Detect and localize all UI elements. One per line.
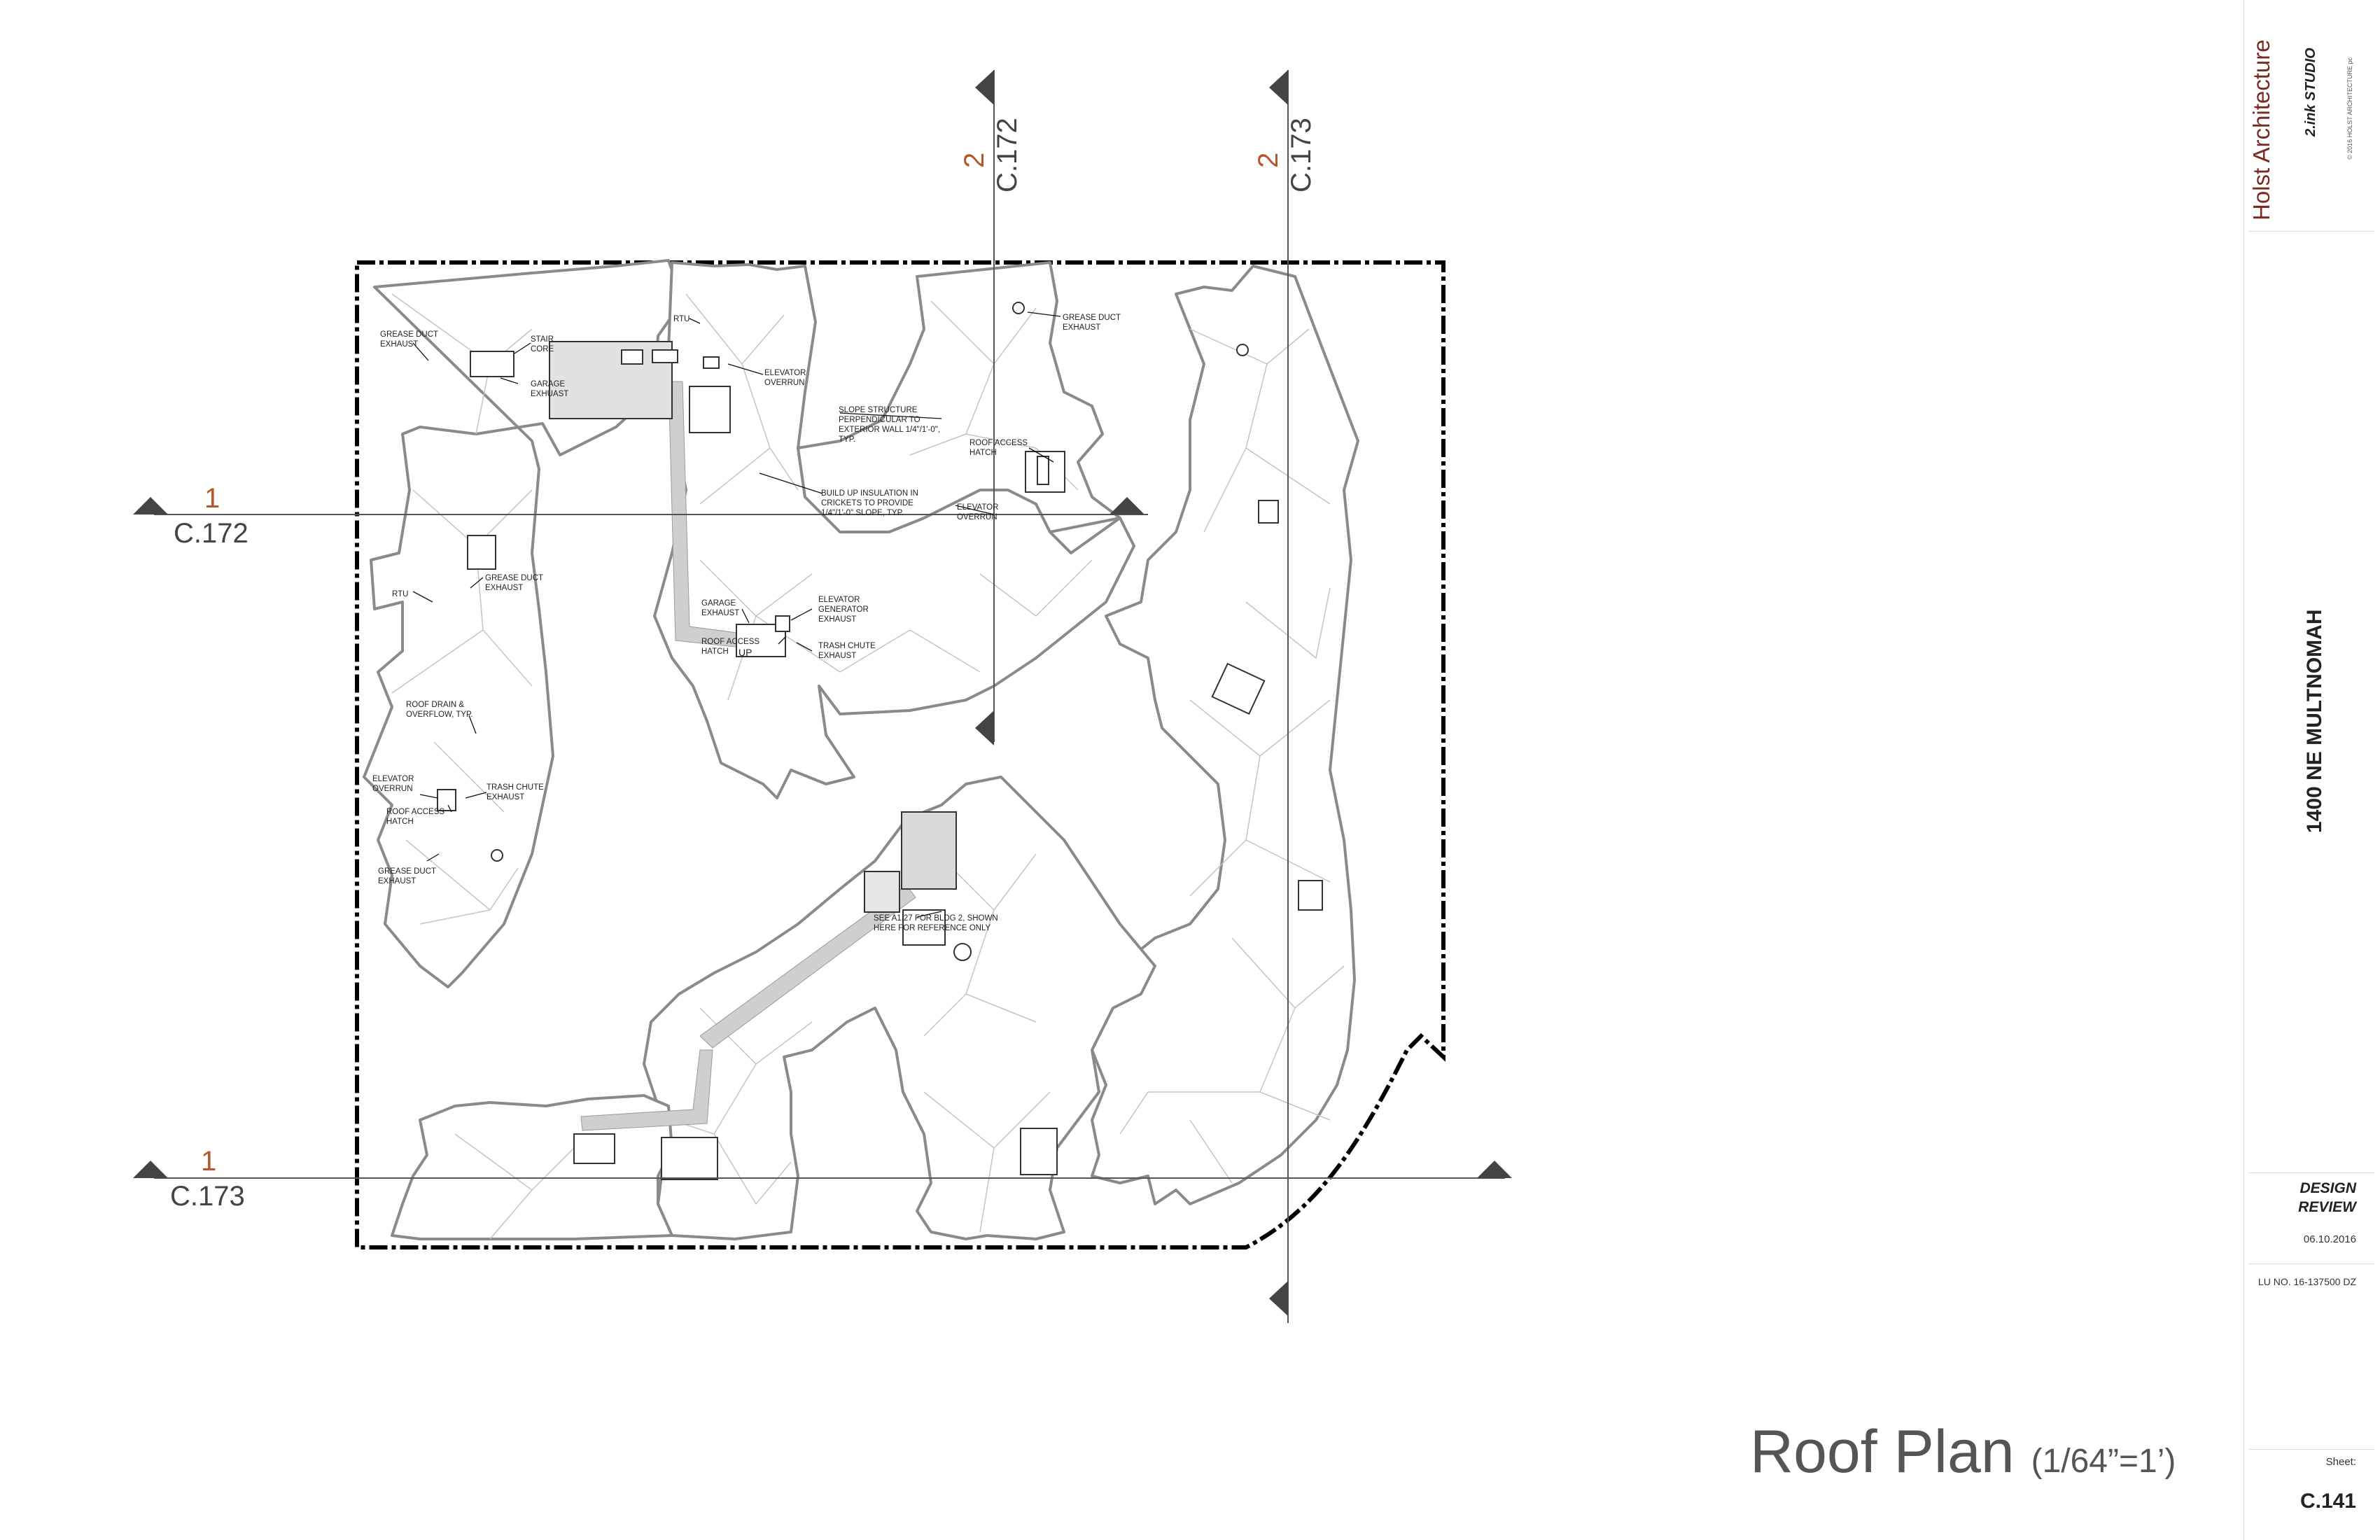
- section-2-172-number: 2: [959, 153, 990, 168]
- drawing-title: Roof Plan (1/64”=1’): [1750, 1418, 2176, 1487]
- roof-creases: [391, 293, 1345, 1240]
- note-leaders: [412, 312, 1061, 918]
- phase-line-2: REVIEW: [2298, 1199, 2356, 1215]
- section-1-173-number: 1: [201, 1146, 216, 1177]
- property-boundary: [355, 260, 1446, 1250]
- title-block: [2244, 0, 2380, 1540]
- phase-line-1: DESIGN: [2300, 1180, 2356, 1196]
- section-cut-lines: [133, 70, 1512, 1323]
- building-south-center: [643, 776, 1156, 1240]
- building-south-west: [391, 1094, 673, 1240]
- note-rtu-2: RTU: [392, 590, 408, 598]
- stair-core: [549, 341, 673, 419]
- section-marker-2-173-bottom: [1269, 1281, 1288, 1316]
- sheet-number: C.141: [2300, 1490, 2356, 1513]
- elevator-overrun-north: [689, 386, 731, 433]
- section-marker-2-172-top: [975, 70, 994, 105]
- section-marker-1-172-left: [133, 497, 168, 514]
- drawing-title-text: Roof Plan: [1750, 1418, 2015, 1485]
- note-roof-drain-overflow: ROOF DRAIN &OVERFLOW, TYP.: [406, 701, 472, 719]
- drawing-scale: (1/64”=1’): [2031, 1443, 2176, 1480]
- studio-name: 2.ink STUDIO: [2303, 48, 2318, 136]
- issue-date: 06.10.2016: [2303, 1233, 2356, 1245]
- title-block-divider: [2248, 1172, 2374, 1173]
- project-name: 1400 NE MULTNOMAH: [2303, 609, 2326, 833]
- section-marker-2-172-bottom: [975, 710, 994, 746]
- section-2-172-ref: C.172: [992, 118, 1023, 192]
- section-labels: 1 C.172 1 C.173 2 C.172 2 C.173: [170, 118, 1317, 1212]
- section-marker-1-172-right: [1110, 497, 1144, 514]
- section-2-173-ref: C.173: [1286, 118, 1317, 192]
- section-marker-1-173-right: [1477, 1161, 1512, 1178]
- building-east-wing: [1091, 265, 1359, 1205]
- section-marker-2-173-top: [1269, 70, 1288, 105]
- title-block-divider: [2248, 231, 2374, 232]
- section-2-173-number: 2: [1253, 153, 1284, 168]
- phase-label: DESIGN REVIEW: [2237, 1179, 2356, 1217]
- section-marker-1-173-left: [133, 1161, 168, 1178]
- note-rtu-1: RTU: [673, 315, 690, 323]
- lu-number: LU NO. 16-137500 DZ: [2258, 1276, 2356, 1287]
- copyright: © 2016 HOLST ARCHITECTURE pc: [2346, 57, 2353, 160]
- section-1-172-ref: C.172: [174, 518, 248, 549]
- firm-name: Holst Architecture: [2248, 39, 2274, 220]
- sheet-label: Sheet:: [2325, 1456, 2356, 1468]
- note-up: UP: [738, 647, 752, 658]
- section-1-173-ref: C.173: [170, 1181, 245, 1212]
- section-1-172-number: 1: [204, 483, 220, 514]
- title-block-divider: [2248, 1449, 2374, 1450]
- rooftop-equipment: [437, 302, 1323, 1180]
